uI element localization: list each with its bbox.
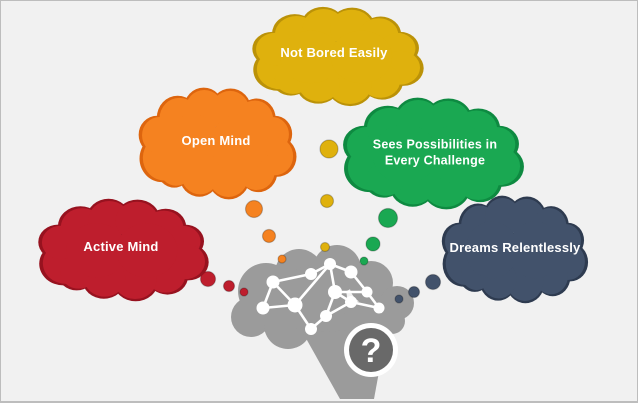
question-mark-badge: ?: [344, 323, 398, 377]
thought-dots-open-mind: [244, 199, 287, 264]
neural-network: [256, 258, 385, 335]
thought-dots-not-bored: [319, 139, 339, 253]
thought-dots-dreams: [394, 273, 442, 304]
cloud-label-open-mind: Open Mind: [181, 132, 251, 148]
thought-dots-active-mind: [199, 270, 249, 297]
cloud-label-sees-possibilities: Sees Possibilities in Every Challenge: [372, 137, 498, 167]
cloud-label-active-mind: Active Mind: [83, 238, 159, 254]
thought-dots-sees-possibilities: [359, 207, 399, 266]
question-mark-icon: ?: [361, 332, 382, 370]
cloud-label-dreams-relentlessly: Dreams Relentlessly: [449, 239, 581, 255]
cloud-label-not-bored-easily: Not Bored Easily: [280, 44, 388, 60]
badge-circle: [349, 328, 393, 372]
